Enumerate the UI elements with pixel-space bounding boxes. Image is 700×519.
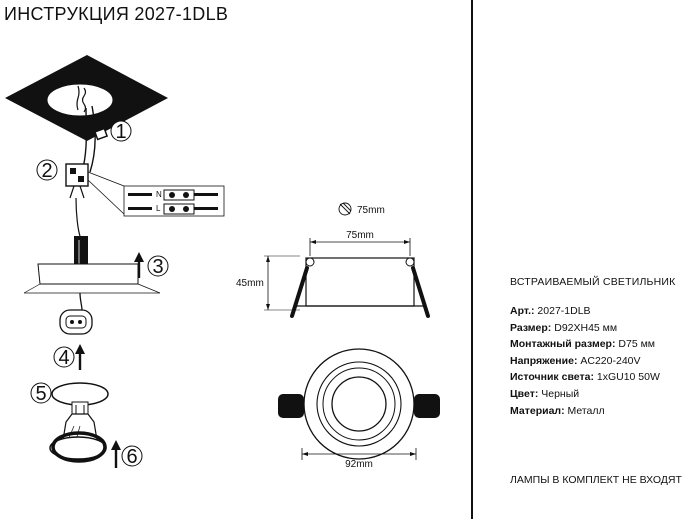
top-view-drawing — [278, 348, 440, 460]
product-specs: ВСТРАИВАЕМЫЙ СВЕТИЛЬНИК Арт.: 2027-1DLB … — [510, 276, 700, 419]
spec-label: Размер: — [510, 321, 552, 334]
svg-text:6: 6 — [126, 446, 137, 468]
ceiling-board — [23, 236, 161, 294]
step-marker-1: 1 — [110, 120, 132, 143]
decorative-ring — [49, 431, 107, 463]
spec-value: D92XH45 мм — [554, 321, 618, 334]
spec-label: Арт.: — [510, 305, 535, 317]
spec-row: Арт.: 2027-1DLB — [510, 303, 700, 320]
svg-text:5: 5 — [35, 383, 46, 405]
lamp-socket — [59, 292, 93, 335]
arrow-up-icon — [111, 440, 121, 468]
wire-l-label: L — [156, 204, 161, 213]
spec-row: Напряжение: AC220-240V — [510, 353, 700, 370]
spec-value: Черный — [541, 387, 580, 400]
spec-label: Источник света: — [510, 371, 594, 384]
height-dimension: 45mm — [236, 278, 264, 289]
product-heading: ВСТРАИВАЕМЫЙ СВЕТИЛЬНИК — [510, 276, 676, 288]
spec-row: Цвет: Черный — [510, 386, 700, 403]
spec-value: AC220-240V — [580, 354, 641, 367]
inner-width-dimension: 75mm — [346, 230, 374, 241]
spec-value: 1xGU10 50W — [596, 371, 660, 384]
column-divider — [471, 0, 473, 519]
step-marker-3: 3 — [147, 255, 169, 278]
spec-label: Монтажный размер: — [510, 338, 616, 351]
spec-value: 2027-1DLB — [537, 305, 591, 317]
spec-row: Материал: Металл — [510, 403, 700, 420]
outer-width-dimension: 92mm — [345, 459, 373, 470]
cutout-diameter-icon — [338, 202, 352, 216]
wiring-inset: N L — [87, 171, 225, 217]
svg-text:1: 1 — [115, 121, 126, 143]
spec-label: Материал: — [510, 404, 565, 417]
spec-row: Монтажный размер: D75 мм — [510, 336, 700, 353]
ceiling-panel — [5, 55, 168, 141]
spec-label: Напряжение: — [510, 354, 578, 367]
arrow-up-icon — [134, 252, 144, 278]
step-marker-6: 6 — [121, 445, 143, 468]
step-marker-2: 2 — [36, 159, 58, 182]
svg-text:3: 3 — [152, 256, 163, 278]
svg-text:2: 2 — [41, 160, 52, 182]
step-marker-4: 4 — [53, 346, 75, 369]
wire-n-label: N — [156, 190, 162, 199]
spec-row: Размер: D92XH45 мм — [510, 320, 700, 337]
step-marker-5: 5 — [30, 382, 52, 405]
spec-value: D75 мм — [618, 338, 656, 351]
side-view-drawing — [264, 238, 430, 318]
spec-value: Металл — [567, 404, 605, 417]
page-title: ИНСТРУКЦИЯ 2027-1DLB — [4, 4, 229, 24]
svg-text:4: 4 — [58, 347, 69, 369]
cutout-dimension: 75mm — [357, 205, 385, 216]
arrow-up-icon — [75, 344, 85, 370]
lamps-not-included-note: ЛАМПЫ В КОМПЛЕКТ НЕ ВХОДЯТ — [510, 474, 682, 486]
terminal-block — [65, 163, 89, 237]
spec-label: Цвет: — [510, 387, 539, 400]
spec-row: Источник света: 1xGU10 50W — [510, 369, 700, 386]
